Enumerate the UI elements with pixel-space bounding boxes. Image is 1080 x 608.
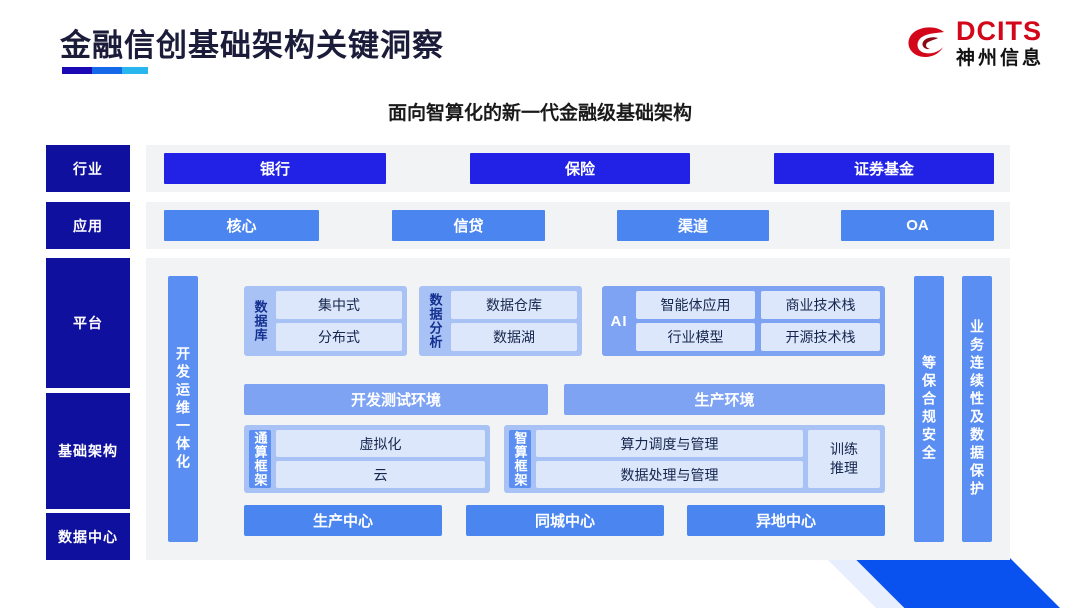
cell-opensource-stack[interactable]: 开源技术栈	[761, 323, 880, 351]
cell-agent-application[interactable]: 智能体应用	[636, 291, 755, 319]
title-underline-bar	[62, 67, 148, 74]
application-chip-credit[interactable]: 信贷	[392, 210, 545, 241]
group-general-compute-framework[interactable]: 通算框架 虚拟化 云	[244, 425, 490, 493]
sidebar-item-industry[interactable]: 行业	[46, 145, 130, 192]
cell-commercial-stack[interactable]: 商业技术栈	[761, 291, 880, 319]
sidebar-item-infrastructure[interactable]: 基础架构	[46, 393, 130, 509]
sidebar-item-platform[interactable]: 平台	[46, 258, 130, 388]
layer-sidebar: 行业 应用 平台 基础架构 数据中心	[46, 140, 130, 568]
vertical-bar-compliance-security[interactable]: 等保合规安全	[914, 276, 944, 542]
cell-compute-scheduling[interactable]: 算力调度与管理	[536, 430, 803, 457]
group-label-data-analysis: 数据分析	[427, 293, 443, 349]
group-label-database: 数据库	[252, 300, 268, 342]
center-bar-metro[interactable]: 同城中心	[466, 505, 664, 536]
group-ai[interactable]: AI 智能体应用 行业模型 商业技术栈 开源技术栈	[602, 286, 885, 356]
group-data-analysis[interactable]: 数据分析 数据仓库 数据湖	[419, 286, 582, 356]
center-bar-production[interactable]: 生产中心	[244, 505, 442, 536]
subtitle: 面向智算化的新一代金融级基础架构	[387, 103, 692, 124]
logo-text-cn: 神州信息	[955, 48, 1044, 69]
company-logo: DCITS 神州信息	[903, 18, 1044, 68]
group-label-ai: AI	[610, 312, 628, 330]
group-label-intelligent-compute: 智算框架	[509, 430, 531, 488]
env-bar-dev-test[interactable]: 开发测试环境	[244, 384, 548, 415]
sidebar-item-application[interactable]: 应用	[46, 202, 130, 249]
cell-industry-model[interactable]: 行业模型	[636, 323, 755, 351]
cell-data-processing[interactable]: 数据处理与管理	[536, 461, 803, 488]
application-chip-channel[interactable]: 渠道	[617, 210, 769, 241]
application-chip-core[interactable]: 核心	[164, 210, 319, 241]
page-title: 金融信创基础架构关键洞察	[60, 28, 444, 63]
group-label-general-compute: 通算框架	[249, 430, 271, 488]
page-header: 金融信创基础架构关键洞察 DCITS 神州信息	[0, 0, 1080, 90]
cell-distributed[interactable]: 分布式	[276, 323, 402, 351]
industry-chip-bank[interactable]: 银行	[164, 153, 386, 184]
group-database[interactable]: 数据库 集中式 分布式	[244, 286, 407, 356]
group-intelligent-compute-framework[interactable]: 智算框架 算力调度与管理 数据处理与管理 训练 推理	[504, 425, 885, 493]
cell-centralized[interactable]: 集中式	[276, 291, 402, 319]
vertical-bar-continuity-data-protection[interactable]: 业务连续性及数据保护	[962, 276, 992, 542]
swirl-logo-icon	[903, 20, 949, 66]
application-chip-oa[interactable]: OA	[841, 210, 994, 241]
vertical-bar-devops[interactable]: 开发运维一体化	[168, 276, 198, 542]
sidebar-item-datacenter[interactable]: 数据中心	[46, 513, 130, 560]
industry-chip-securities[interactable]: 证券基金	[774, 153, 994, 184]
industry-chip-insurance[interactable]: 保险	[470, 153, 690, 184]
cell-cloud[interactable]: 云	[276, 461, 485, 488]
center-bar-remote[interactable]: 异地中心	[687, 505, 885, 536]
cell-data-warehouse[interactable]: 数据仓库	[451, 291, 577, 319]
logo-text-en: DCITS	[955, 16, 1042, 46]
env-bar-production[interactable]: 生产环境	[564, 384, 885, 415]
cell-data-lake[interactable]: 数据湖	[451, 323, 577, 351]
cell-virtualization[interactable]: 虚拟化	[276, 430, 485, 457]
architecture-diagram: 行业 应用 平台 基础架构 数据中心 银行 保险 证券基金 核心 信贷 渠道 O…	[0, 140, 1080, 570]
cell-train-inference[interactable]: 训练 推理	[808, 430, 880, 488]
